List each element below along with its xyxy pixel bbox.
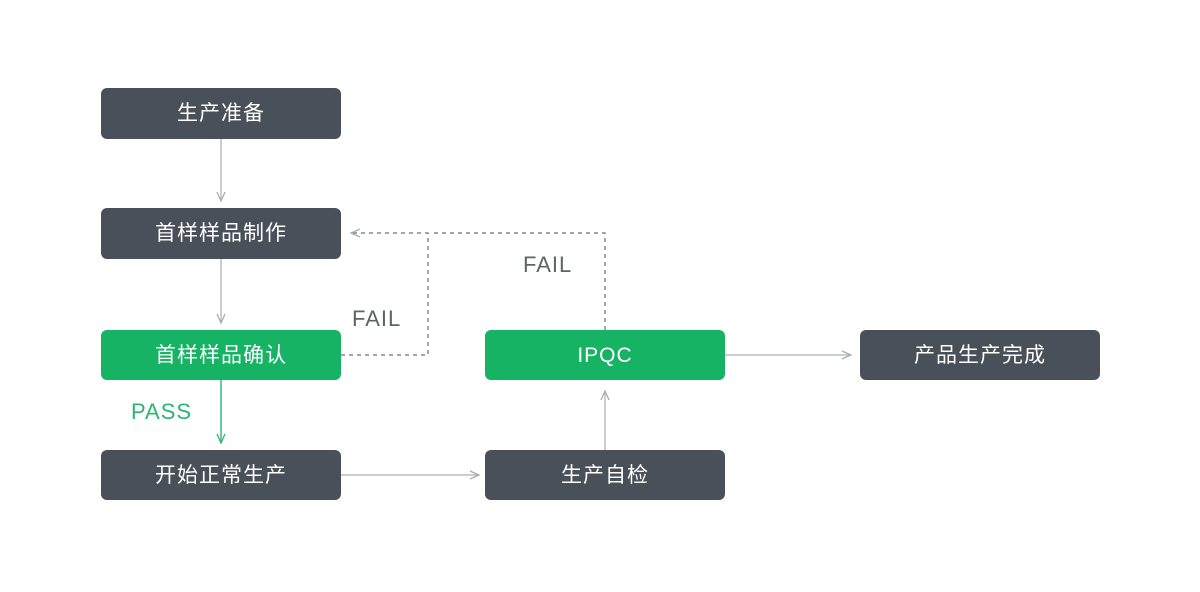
node-first-sample-confirmation[interactable]: 首样样品确认 xyxy=(101,330,341,380)
node-label: 首样样品确认 xyxy=(155,343,287,367)
edge-label-fail-confirm: FAIL xyxy=(352,306,402,331)
edge-confirm-fail-sample xyxy=(341,228,429,356)
node-first-sample-production[interactable]: 首样样品制作 xyxy=(101,208,341,259)
node-start-normal-production[interactable]: 开始正常生产 xyxy=(101,450,341,500)
node-label: 开始正常生产 xyxy=(155,463,287,487)
node-production-self-check[interactable]: 生产自检 xyxy=(485,450,725,500)
edge-label-pass: PASS xyxy=(131,399,193,424)
node-label: 首样样品制作 xyxy=(155,222,287,245)
node-label: 生产准备 xyxy=(177,102,265,125)
node-label: 产品生产完成 xyxy=(914,343,1046,367)
edge-ipqc-fail-sample xyxy=(430,232,606,330)
node-production-preparation[interactable]: 生产准备 xyxy=(101,88,341,139)
edge-label-fail-ipqc: FAIL xyxy=(523,252,573,277)
node-ipqc[interactable]: IPQC xyxy=(485,330,725,380)
node-product-production-complete[interactable]: 产品生产完成 xyxy=(860,330,1100,380)
node-label: IPQC xyxy=(577,343,633,367)
node-label: 生产自检 xyxy=(561,463,649,487)
